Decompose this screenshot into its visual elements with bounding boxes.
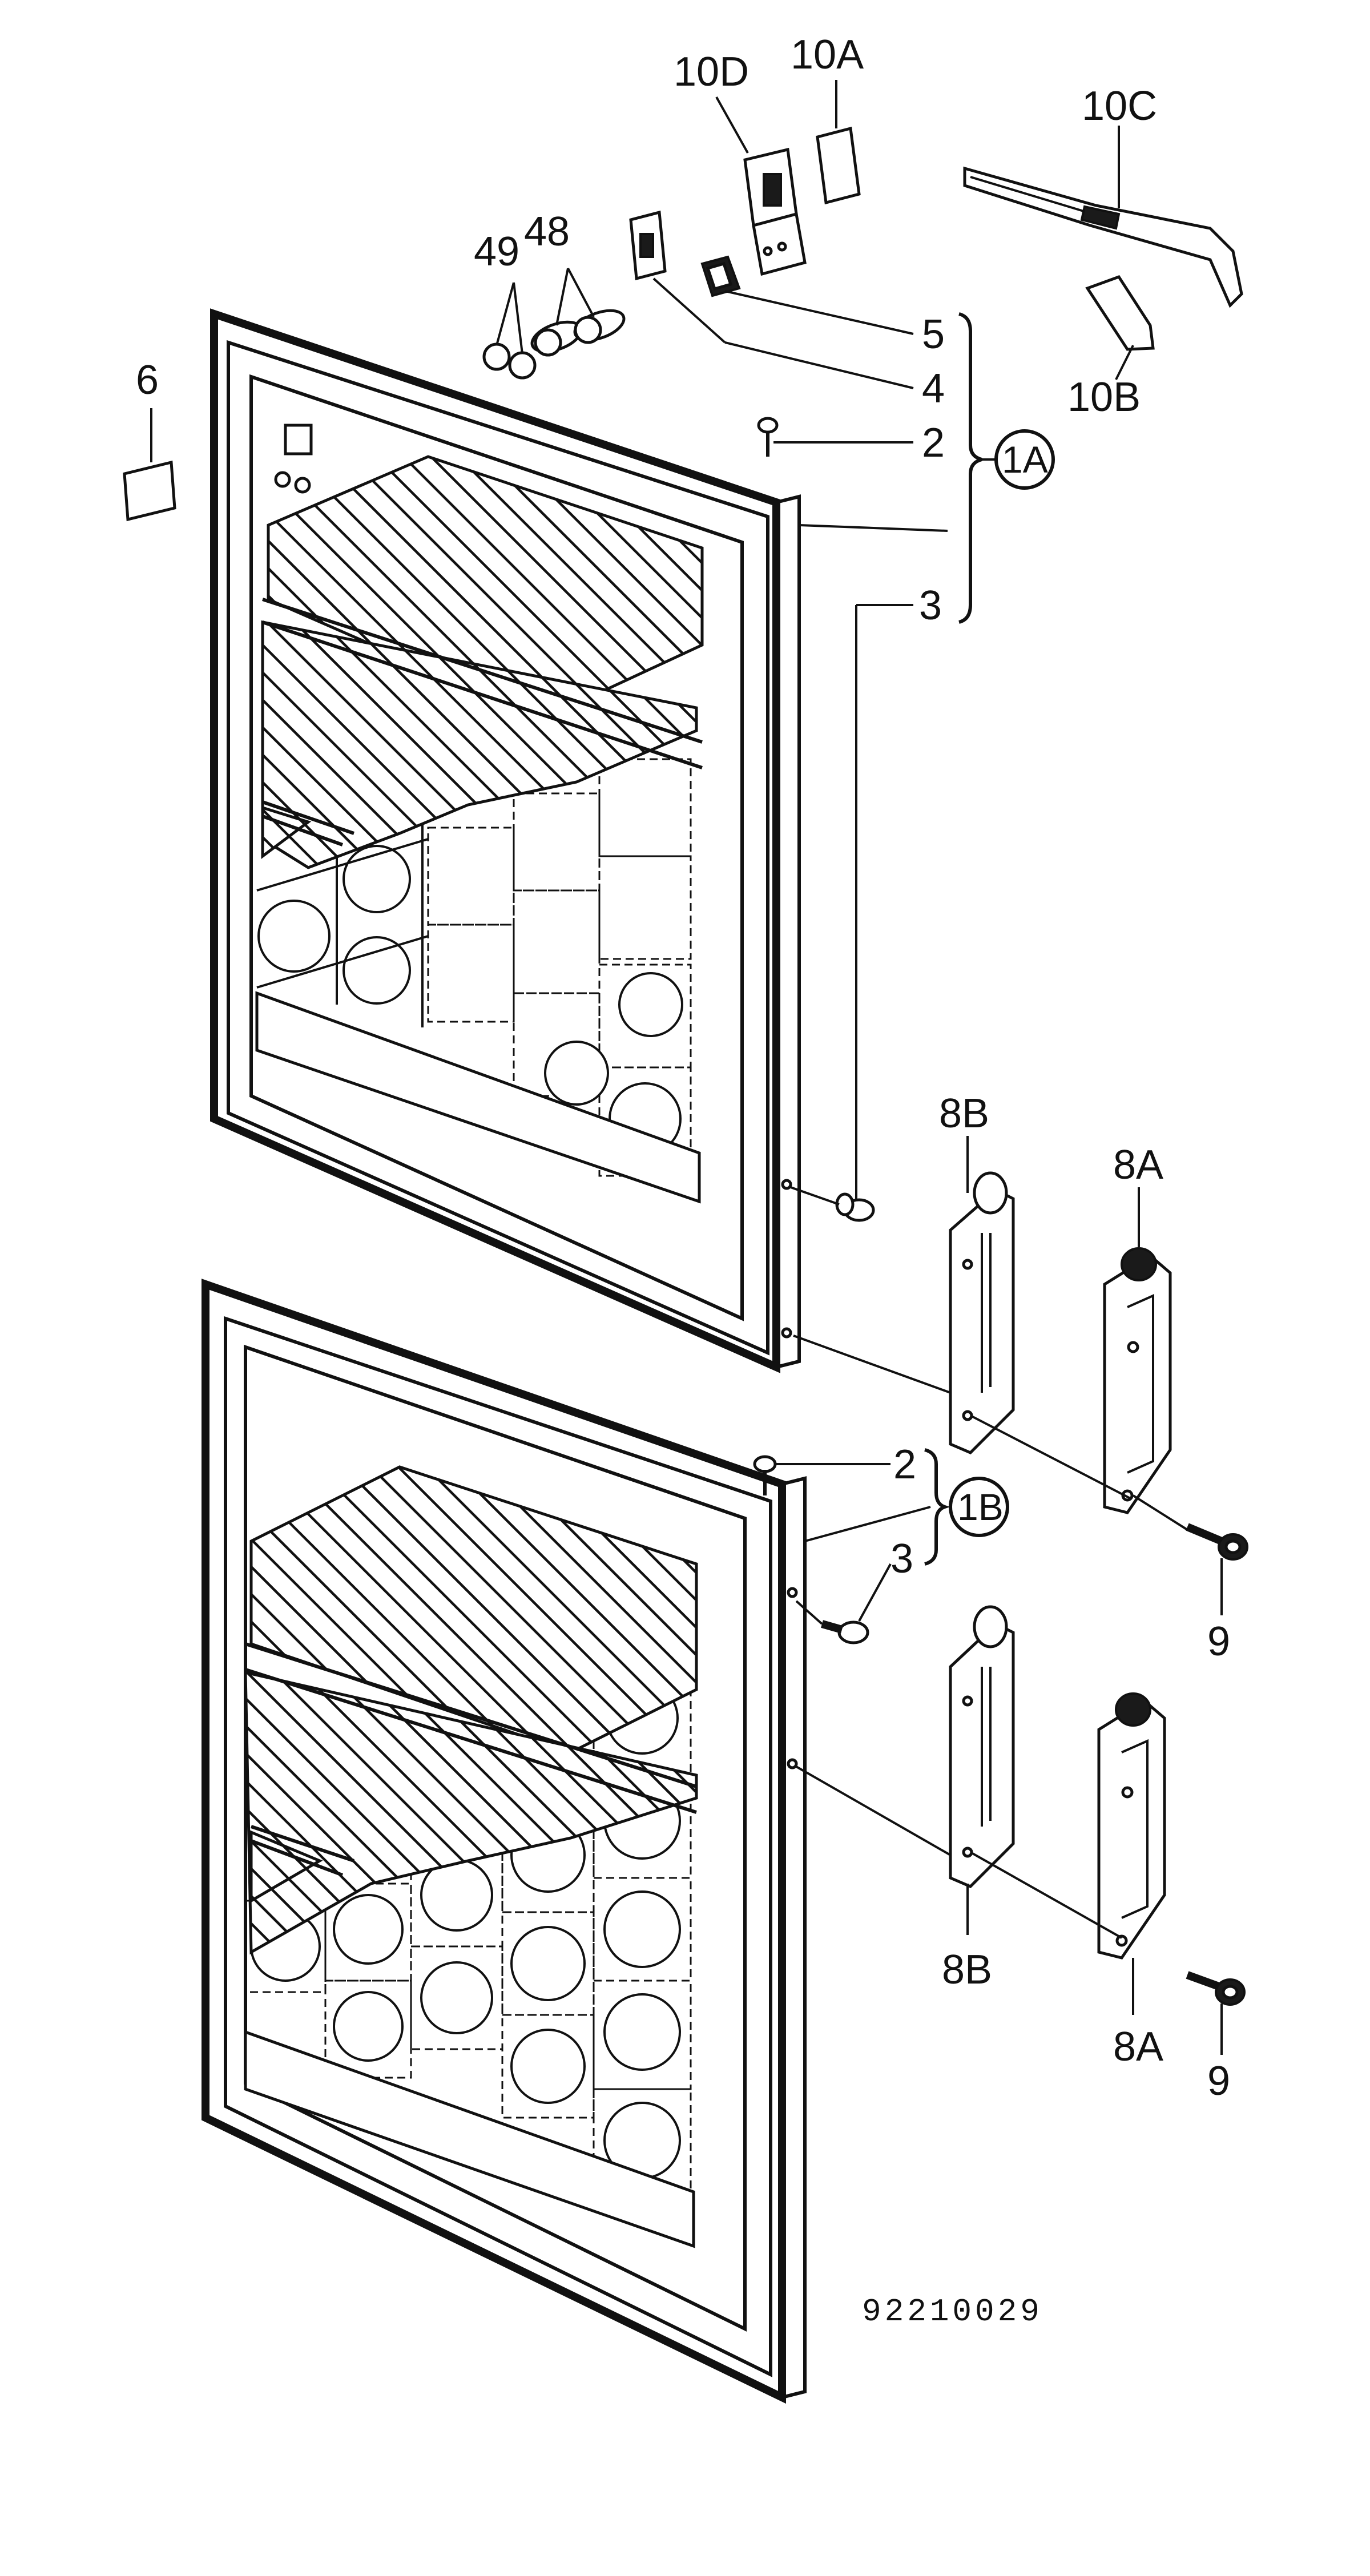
label-9-bottom: 9: [1207, 2058, 1230, 2104]
upper-door-gasket: [227, 340, 769, 1356]
upper-can: [342, 845, 411, 913]
drawing-number: 92210029: [862, 2293, 1043, 2330]
label-6: 6: [136, 357, 159, 403]
label-8A-bottom: 8A: [1113, 2024, 1163, 2070]
part-6-insert: [123, 460, 176, 522]
lower-door-shelf-3: [249, 1830, 323, 1904]
part-8B-hinge-top: [949, 1171, 1015, 1454]
part-8A-hinge-bottom: [1097, 1692, 1166, 1960]
label-10B: 10B: [1067, 374, 1141, 420]
lower-can: [603, 1890, 681, 1968]
lower-door-edge: [780, 1476, 807, 2400]
label-8A-top: 8A: [1113, 1142, 1163, 1188]
lower-can: [603, 1993, 681, 2071]
label-48: 48: [524, 209, 570, 255]
label-8B-bottom: 8B: [942, 1947, 992, 1993]
part-5-button: [700, 255, 741, 297]
lower-door-shelf-2: [244, 1670, 698, 1955]
part-3-pin-bottom: [821, 1620, 869, 1644]
label-10A: 10A: [791, 32, 864, 78]
lower-can: [420, 1961, 493, 2034]
label-3-top: 3: [919, 583, 942, 628]
upper-door-knob: [274, 471, 291, 488]
part-2-screw-bottom: [753, 1455, 777, 1495]
label-10D: 10D: [674, 49, 749, 95]
label-8B-top: 8B: [939, 1091, 989, 1136]
lower-can: [510, 1926, 586, 2001]
part-10C-handle: [963, 166, 1243, 308]
lower-door-assembly: [202, 1279, 807, 2404]
upper-door-cells: [427, 758, 692, 1177]
label-3-bottom: 3: [890, 1536, 913, 1582]
upper-can: [618, 972, 683, 1037]
upper-door-edge: [775, 494, 801, 1369]
lower-can: [333, 1894, 404, 1965]
lower-door-bottom-bar: [244, 2030, 695, 2248]
label-1A: 1A: [1002, 438, 1048, 481]
part-2-screw-top: [757, 417, 779, 457]
upper-door-shelf-2: [261, 620, 698, 869]
part-49-screws: [482, 342, 537, 380]
label-49: 49: [474, 229, 519, 275]
part-48-screws: [530, 309, 626, 357]
upper-can: [342, 936, 411, 1005]
lower-can: [510, 2029, 586, 2104]
upper-can: [544, 1041, 609, 1106]
label-10C: 10C: [1082, 83, 1157, 129]
part-10D-latch-plate: [743, 147, 807, 276]
upper-door-shelf-1: [267, 455, 704, 721]
assembly-1B-circle: [949, 1477, 1009, 1537]
label-2-bottom: 2: [893, 1442, 916, 1487]
part-9-screw-top: [1186, 1523, 1248, 1561]
upper-door-display-window: [284, 424, 313, 455]
label-4: 4: [922, 366, 945, 412]
lower-can: [333, 1991, 404, 2062]
part-10B-end-cap: [1085, 275, 1155, 351]
label-2-top: 2: [922, 420, 945, 466]
upper-can: [257, 900, 331, 973]
upper-door-assembly: [210, 308, 801, 1373]
part-8B-hinge-bottom: [949, 1605, 1015, 1888]
part-3-pin-top: [835, 1192, 875, 1222]
part-9-screw-bottom: [1186, 1971, 1246, 2006]
lower-door-gasket: [224, 1316, 772, 2377]
part-10A-cover: [816, 126, 861, 205]
part-4-bracket: [629, 210, 667, 281]
assembly-1A-circle: [994, 429, 1055, 490]
label-9-top: 9: [1207, 1619, 1230, 1664]
label-5: 5: [922, 312, 945, 357]
upper-door-knob: [294, 477, 311, 494]
part-8A-hinge-top: [1103, 1247, 1172, 1514]
upper-door-bottom-bar: [255, 991, 701, 1204]
lower-door-inner-panel: [244, 1344, 747, 2332]
label-1B: 1B: [957, 1486, 1004, 1528]
upper-door-inner-panel: [249, 374, 744, 1321]
